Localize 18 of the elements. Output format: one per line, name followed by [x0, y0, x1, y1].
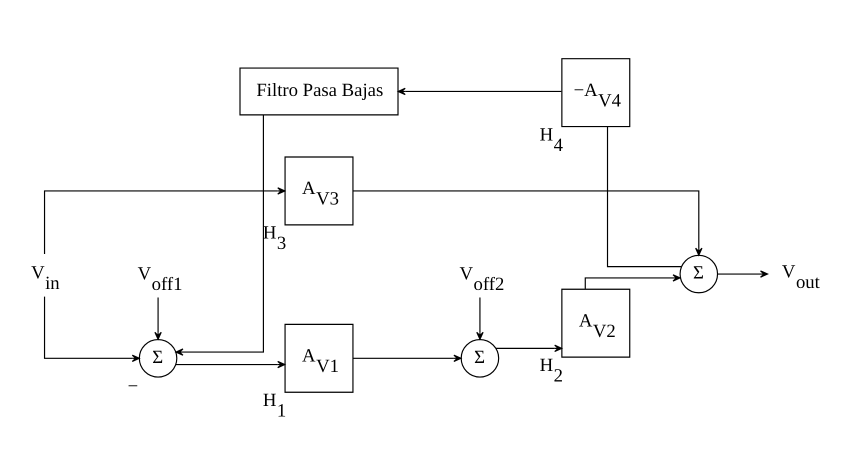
arrow [476, 297, 484, 340]
node-label: − [128, 376, 138, 398]
arrow [154, 297, 162, 340]
arrow [176, 360, 286, 368]
arrow [584, 274, 681, 289]
arrow [398, 88, 562, 96]
arrow [44, 296, 140, 362]
arrow [353, 190, 703, 256]
node-circle: Σ [460, 339, 500, 378]
arrow [718, 270, 768, 278]
node-box: Filtro Pasa Bajas [239, 67, 399, 116]
arrow [175, 115, 264, 356]
connector [606, 126, 682, 268]
arrow [353, 354, 462, 362]
node-circle: Σ [680, 254, 718, 294]
arrow [44, 187, 286, 254]
arrow [496, 344, 562, 352]
node-circle: Σ [138, 339, 178, 378]
